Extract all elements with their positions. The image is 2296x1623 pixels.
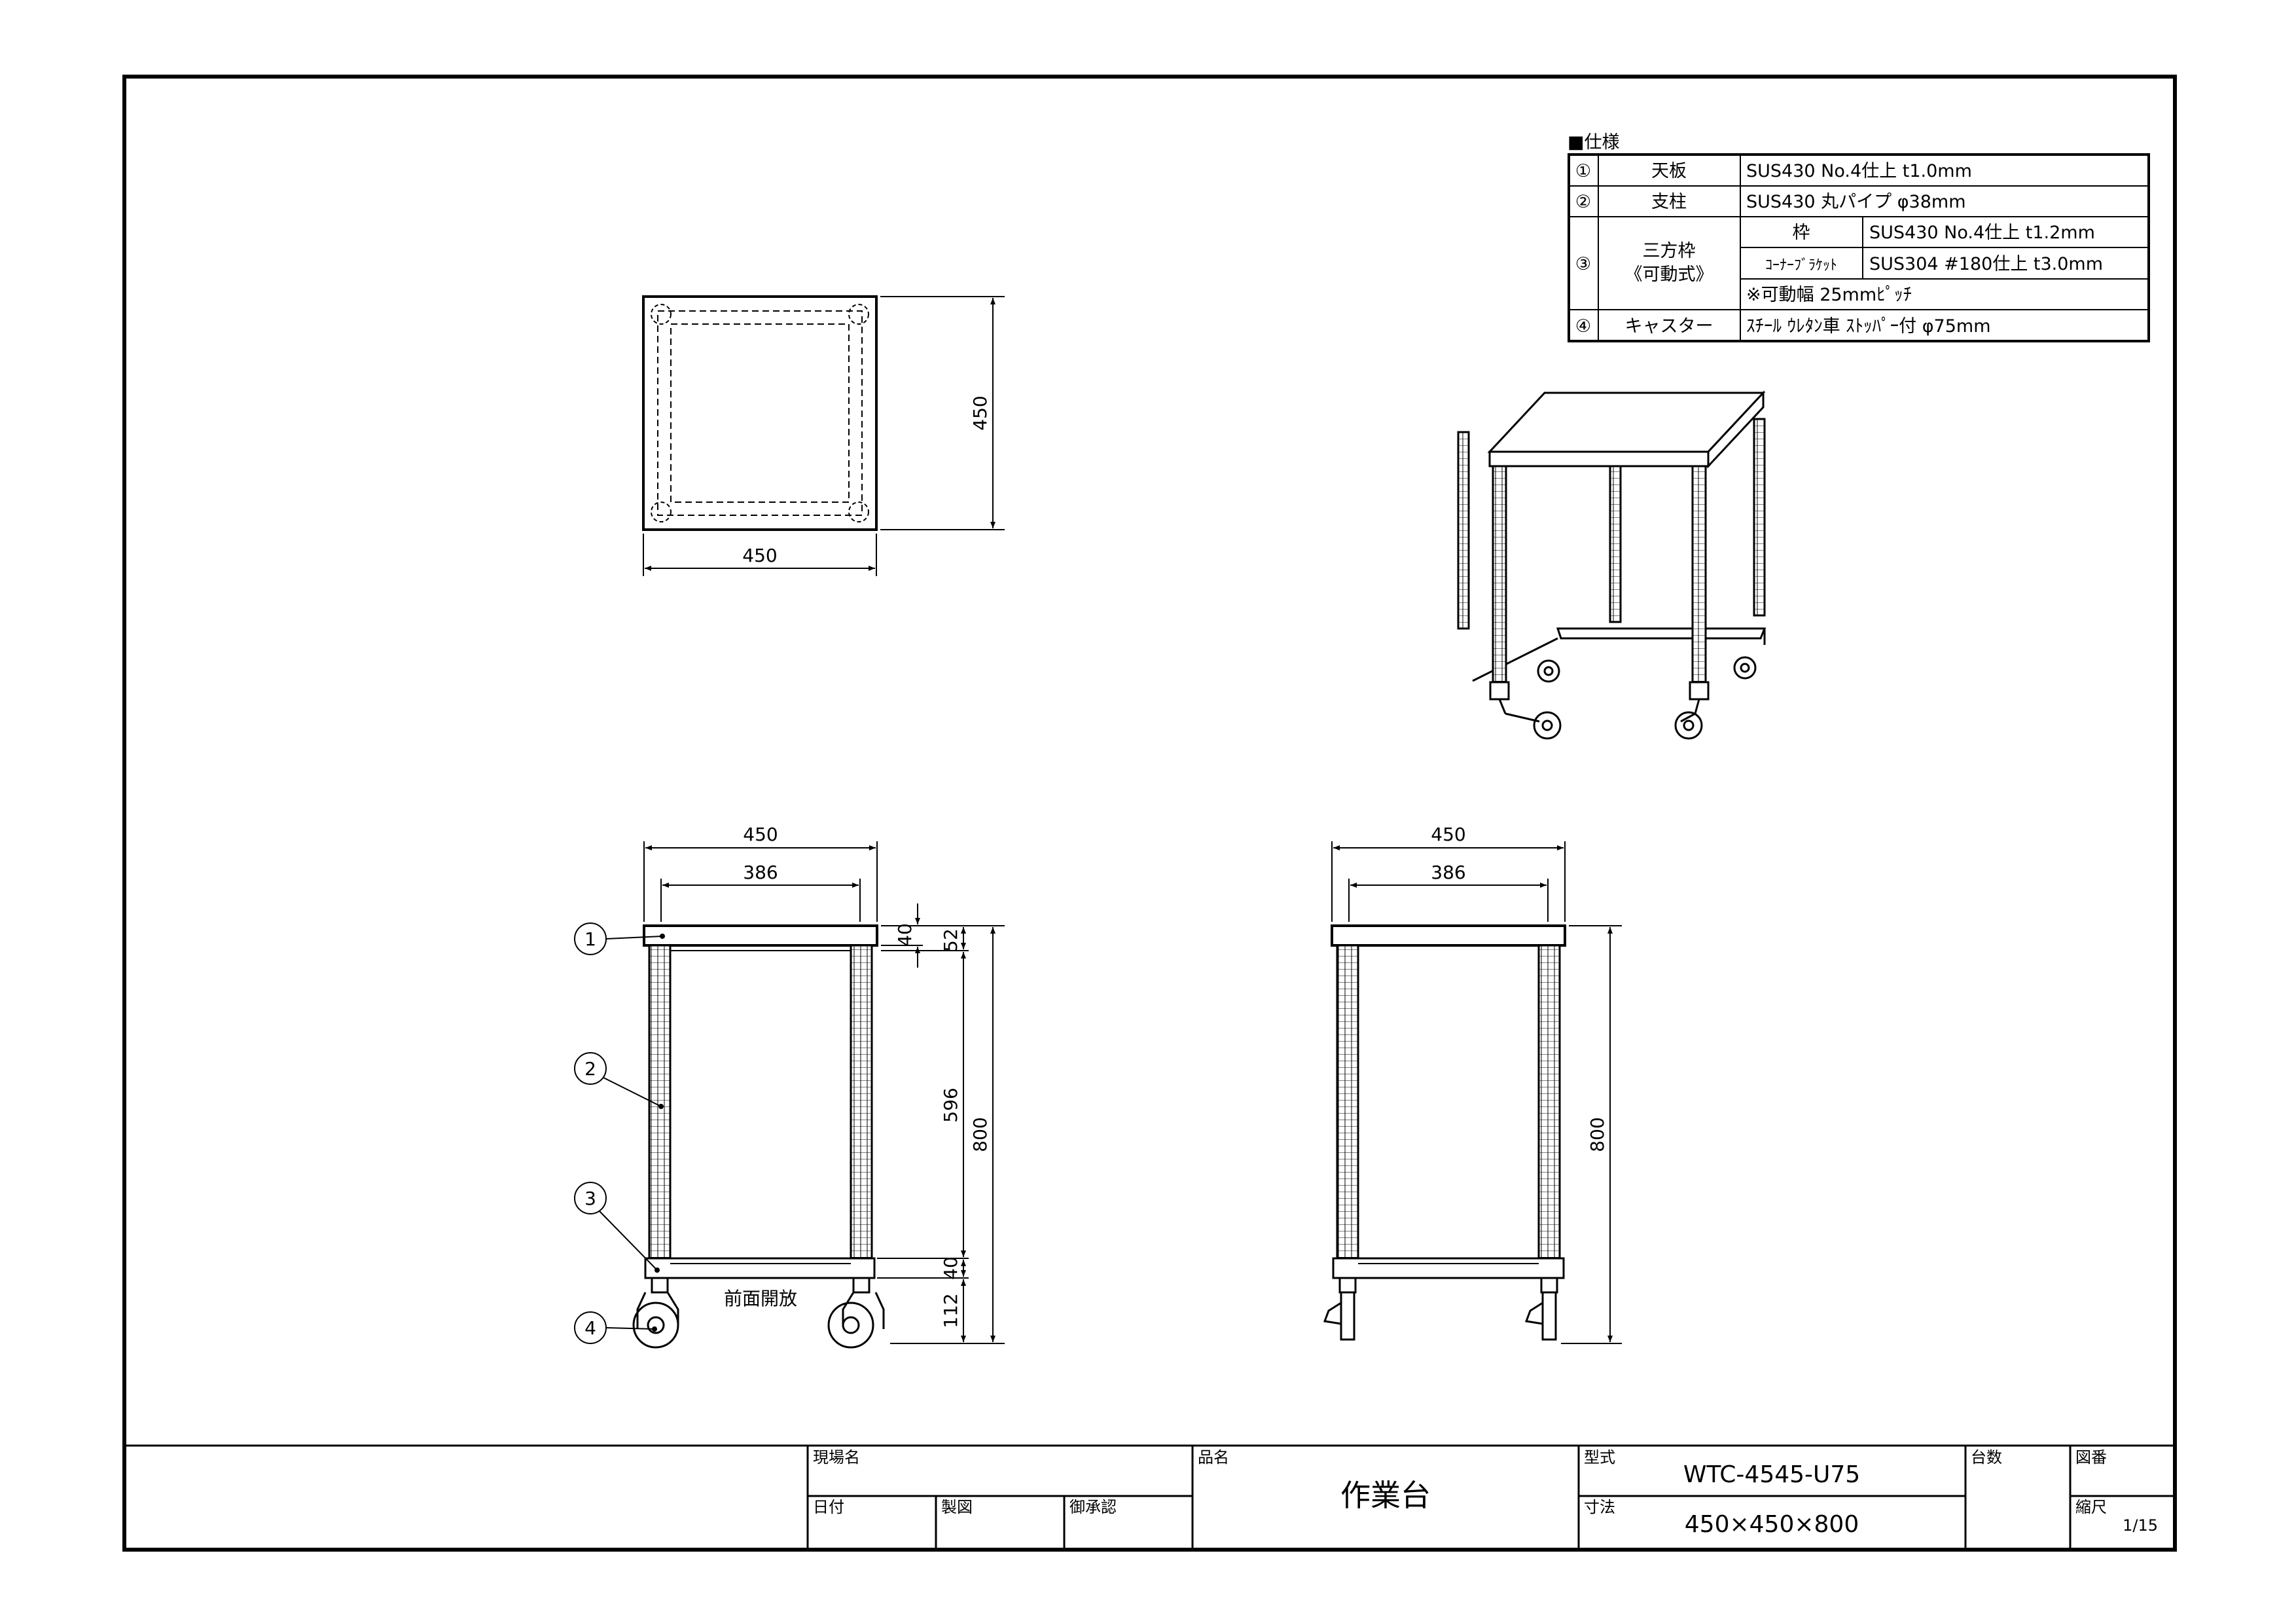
front-open-label: 前面開放 [724,1288,797,1309]
spec-row2-no: ② [1575,192,1591,212]
qty-label: 台数 [1971,1448,2002,1467]
plan-view: 450 450 [642,295,1005,576]
side-inner-width-dim: 386 [1431,862,1465,883]
model-label: 型式 [1584,1448,1615,1467]
date-label: 日付 [813,1498,844,1516]
spec-row3-sub1-value: SUS430 No.4仕上 t1.2mm [1869,223,2095,243]
spec-table: ■仕様 ① 天板 SUS430 No.4仕上 t1.0mm ② 支柱 SUS43… [1568,132,2150,342]
plan-width-dim: 450 [742,545,777,566]
title-block: 現場名 日付 製図 御承認 品名 作業台 型式 WTC-4545-U75 寸法 … [124,1444,2175,1550]
front-inner-width-dim: 386 [743,862,778,883]
spec-row1-name: 天板 [1651,161,1687,181]
balloon-1: 1 [584,928,596,950]
balloon-3: 3 [584,1188,596,1209]
spec-row3-note: ※可動幅 25mmﾋﾟｯﾁ [1746,285,1912,305]
side-overall-height-dim: 800 [1587,1117,1608,1152]
balloon-2: 2 [584,1058,596,1080]
balloon-4: 4 [584,1317,596,1339]
scale-value: 1/15 [2123,1516,2158,1535]
side-overall-width-dim: 450 [1431,824,1465,845]
spec-row3-no: ③ [1575,254,1591,274]
spec-row4-no: ④ [1575,316,1591,337]
front-leg-span-dim: 596 [940,1087,961,1122]
front-overall-height-dim: 800 [969,1117,991,1152]
product-name: 作業台 [1340,1478,1431,1513]
drawing-no-label: 図番 [2075,1448,2107,1467]
spec-heading: ■仕様 [1568,132,1620,153]
spec-row3-name-line2: 《可動式》 [1625,264,1713,285]
front-caster-height-dim: 112 [940,1293,961,1328]
drawn-label: 製図 [941,1498,973,1516]
size-value: 450×450×800 [1685,1511,1859,1538]
spec-row3-sub1-name: 枠 [1793,223,1810,243]
isometric-view [1457,390,1767,740]
spec-row3-name-line1: 三方枠 [1643,241,1696,261]
front-frame-height-dim: 40 [940,1256,961,1280]
approved-label: 御承認 [1069,1498,1117,1516]
spec-row2-name: 支柱 [1651,192,1687,212]
spec-row4-name: キャスター [1625,316,1713,337]
product-label: 品名 [1198,1448,1229,1467]
spec-row3-sub2-value: SUS304 #180仕上 t3.0mm [1869,254,2103,274]
spec-row3-sub2-name: ｺｰﾅｰﾌﾞﾗｹｯﾄ [1765,257,1837,274]
front-apron-dim: 52 [940,928,961,952]
sheet-border [122,75,2177,1552]
front-view: 450 386 40 52 596 40 112 800 前面開放 [574,824,1005,1349]
scale-label: 縮尺 [2075,1498,2107,1516]
plan-depth-dim: 450 [969,395,991,430]
spec-row1-no: ① [1575,161,1591,181]
spec-row1-value: SUS430 No.4仕上 t1.0mm [1746,161,1972,181]
front-overall-width-dim: 450 [743,824,778,845]
site-label: 現場名 [813,1448,860,1467]
front-top-thickness-dim: 40 [894,923,916,947]
size-label: 寸法 [1584,1498,1615,1516]
spec-row2-value: SUS430 丸パイプ φ38mm [1746,192,1966,212]
spec-row4-value: ｽﾁｰﾙ ｳﾚﾀﾝ車 ｽﾄｯﾊﾟｰ付 φ75mm [1746,316,1991,337]
model-value: WTC-4545-U75 [1683,1461,1860,1488]
side-view: 450 386 800 [1323,824,1622,1344]
